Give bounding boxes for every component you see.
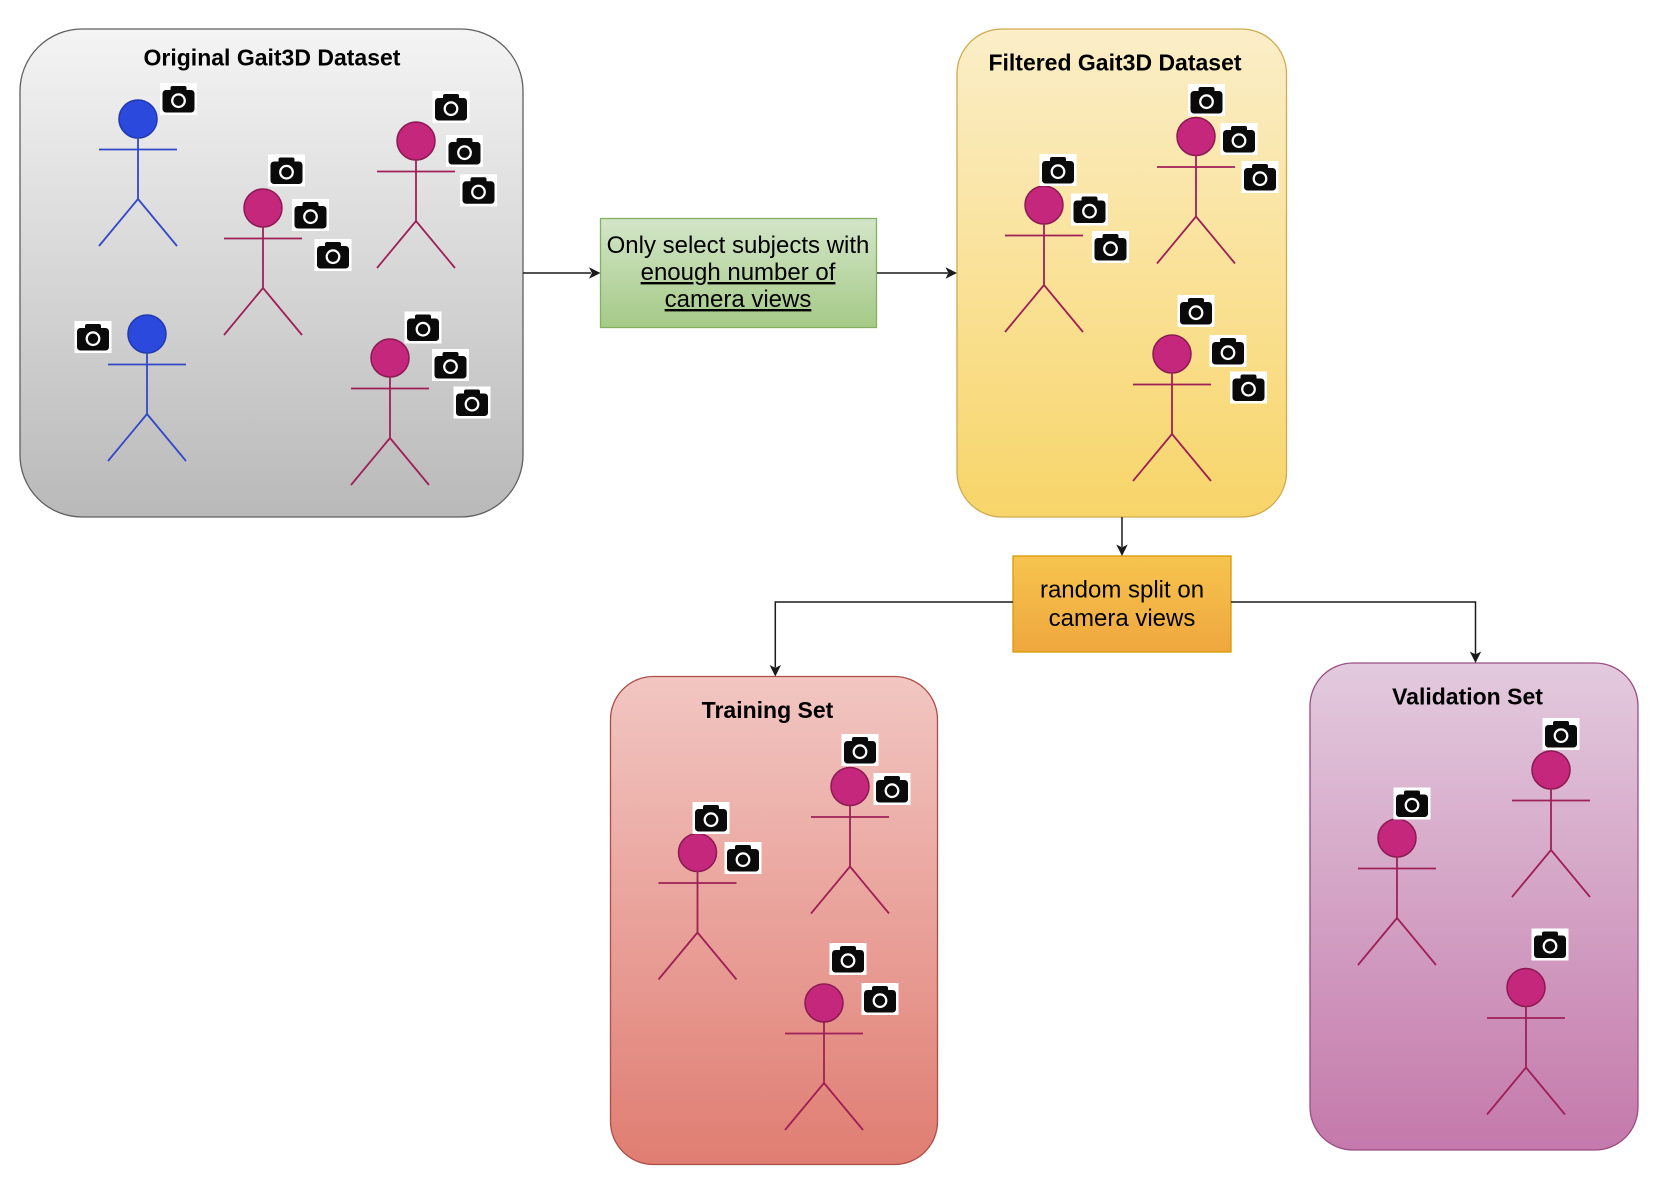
svg-text:Validation Set: Validation Set bbox=[1392, 684, 1543, 710]
svg-text:random split on: random split on bbox=[1040, 577, 1204, 604]
svg-text:camera views: camera views bbox=[1049, 605, 1196, 632]
svg-text:Original Gait3D Dataset: Original Gait3D Dataset bbox=[144, 45, 401, 71]
svg-text:enough number of: enough number of bbox=[641, 259, 836, 286]
svg-text:Training Set: Training Set bbox=[702, 697, 834, 723]
svg-text:Filtered Gait3D Dataset: Filtered Gait3D Dataset bbox=[988, 50, 1241, 76]
svg-text:camera views: camera views bbox=[665, 286, 812, 313]
svg-text:Only select subjects with: Only select subjects with bbox=[607, 232, 870, 259]
